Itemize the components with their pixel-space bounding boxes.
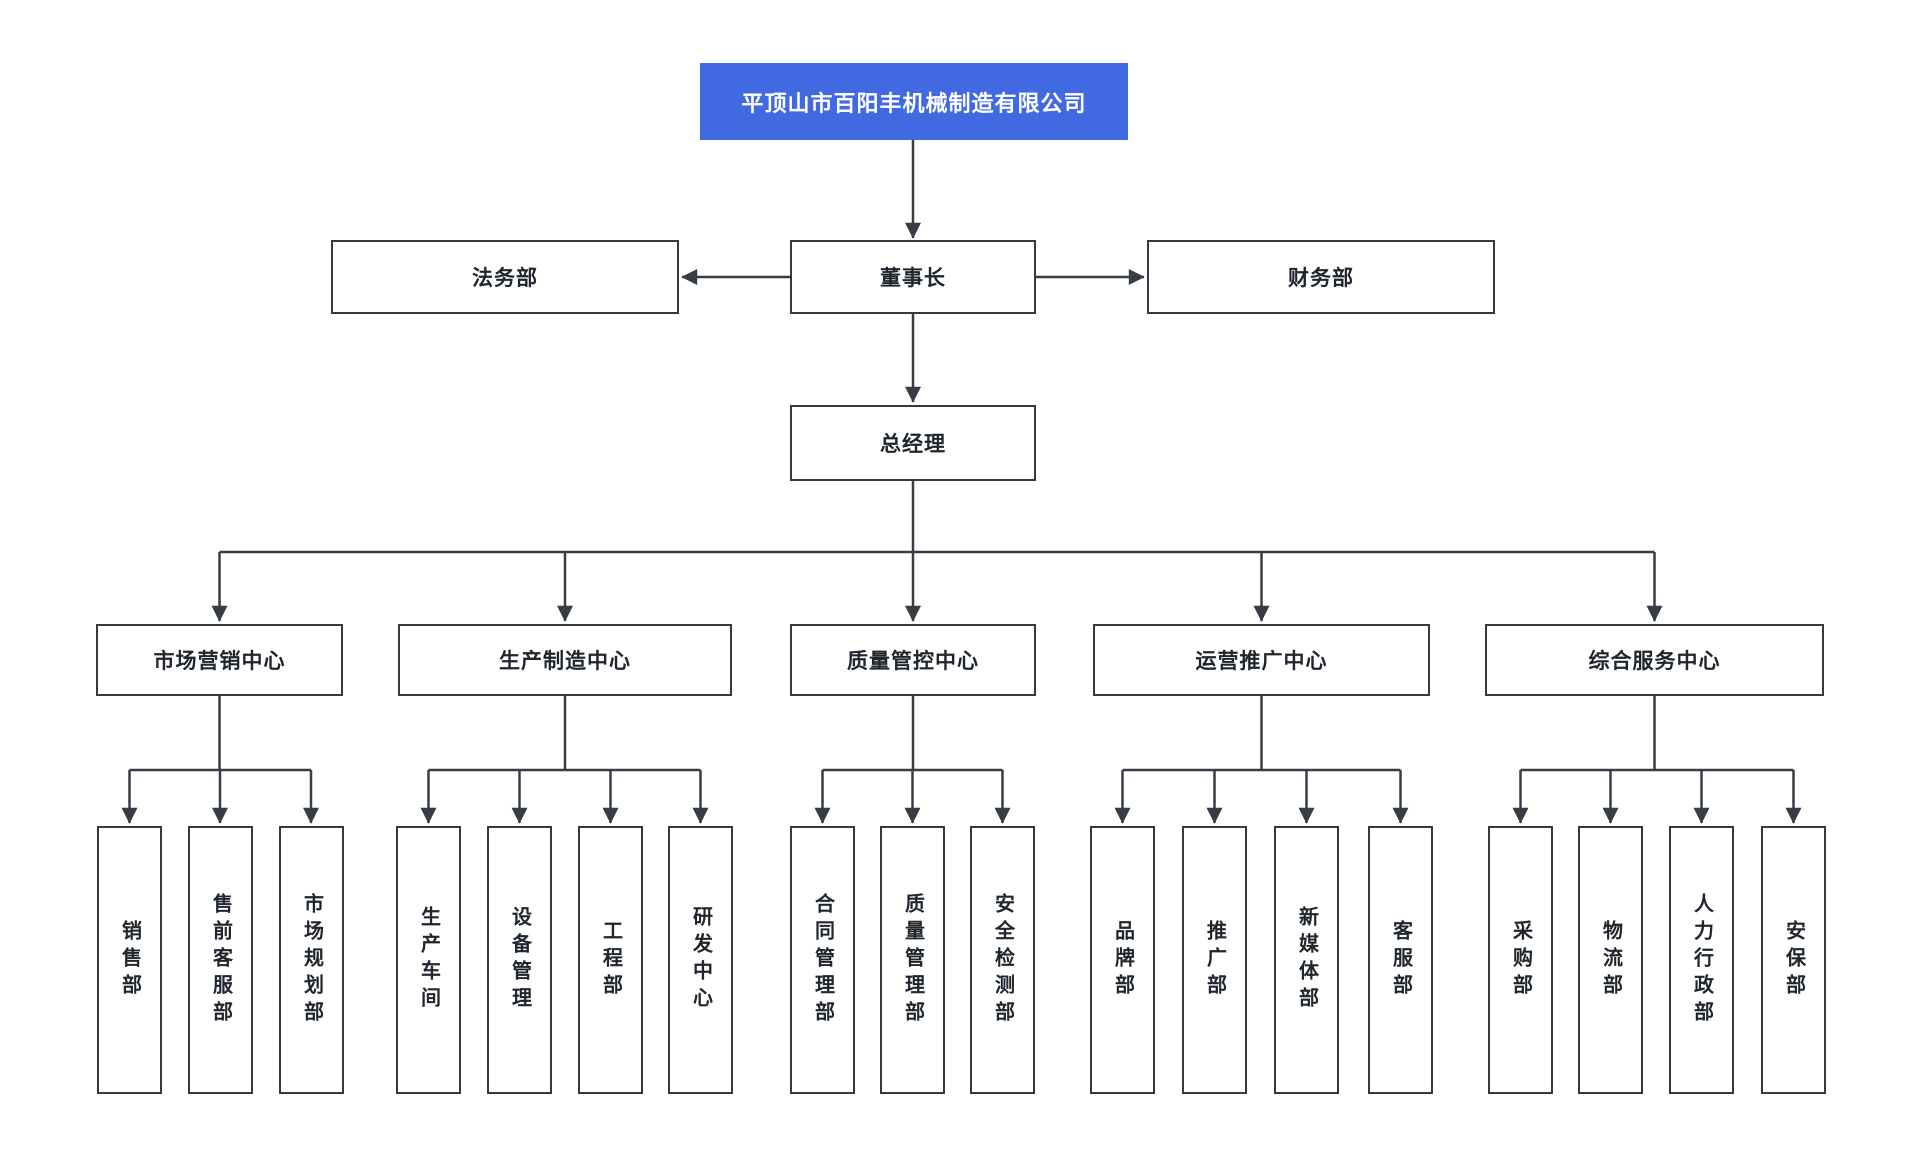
general-manager-node: 总经理: [790, 405, 1036, 481]
dept-node-quality-management: 质量管理部: [880, 826, 945, 1094]
legal-dept-label: 法务部: [472, 267, 538, 290]
dept-label: 客服部: [1389, 919, 1412, 1001]
dept-label: 生产车间: [417, 906, 440, 1014]
finance-dept-node: 财务部: [1147, 240, 1495, 314]
dept-node-logistics: 物流部: [1578, 826, 1643, 1094]
dept-label: 售前客服部: [209, 892, 232, 1028]
company-root-node: 平顶山市百阳丰机械制造有限公司: [700, 63, 1128, 140]
finance-dept-label: 财务部: [1288, 267, 1354, 290]
dept-node-safety-inspection: 安全检测部: [970, 826, 1035, 1094]
dept-node-brand: 品牌部: [1090, 826, 1155, 1094]
dept-label: 新媒体部: [1295, 906, 1318, 1014]
dept-label: 采购部: [1509, 919, 1532, 1001]
center-label: 生产制造中心: [499, 650, 631, 673]
dept-label: 设备管理: [508, 906, 531, 1014]
chairman-node: 董事长: [790, 240, 1036, 314]
dept-label: 合同管理部: [811, 892, 834, 1028]
dept-node-security: 安保部: [1761, 826, 1826, 1094]
company-root-label: 平顶山市百阳丰机械制造有限公司: [741, 90, 1087, 116]
dept-node-engineering: 工程部: [578, 826, 643, 1094]
dept-node-hr-admin: 人力行政部: [1669, 826, 1734, 1094]
center-label: 市场营销中心: [153, 650, 286, 673]
center-node-services: 综合服务中心: [1485, 624, 1824, 696]
dept-label: 安全检测部: [991, 892, 1014, 1028]
dept-label: 市场规划部: [300, 892, 323, 1028]
dept-node-rnd-center: 研发中心: [668, 826, 733, 1094]
dept-node-equipment-management: 设备管理: [487, 826, 552, 1094]
dept-node-contract-management: 合同管理部: [790, 826, 855, 1094]
dept-node-promotion: 推广部: [1182, 826, 1247, 1094]
dept-label: 工程部: [599, 919, 622, 1001]
legal-dept-node: 法务部: [331, 240, 679, 314]
center-node-quality: 质量管控中心: [790, 624, 1036, 696]
center-node-marketing: 市场营销中心: [96, 624, 343, 696]
dept-label: 研发中心: [689, 906, 712, 1014]
dept-node-new-media: 新媒体部: [1274, 826, 1339, 1094]
dept-node-presales-service: 售前客服部: [188, 826, 253, 1094]
dept-node-sales: 销售部: [97, 826, 162, 1094]
dept-node-procurement: 采购部: [1488, 826, 1553, 1094]
dept-label: 安保部: [1782, 919, 1805, 1001]
dept-node-production-workshop: 生产车间: [396, 826, 461, 1094]
center-node-production: 生产制造中心: [398, 624, 732, 696]
general-manager-label: 总经理: [880, 433, 946, 456]
dept-label: 人力行政部: [1690, 892, 1713, 1028]
dept-label: 品牌部: [1111, 919, 1134, 1001]
dept-label: 物流部: [1599, 919, 1622, 1001]
chairman-label: 董事长: [880, 267, 946, 290]
dept-label: 质量管理部: [901, 892, 924, 1028]
center-label: 质量管控中心: [847, 650, 979, 673]
dept-node-market-planning: 市场规划部: [279, 826, 344, 1094]
center-label: 综合服务中心: [1588, 650, 1721, 673]
dept-label: 推广部: [1203, 919, 1226, 1001]
dept-label: 销售部: [118, 919, 141, 1001]
dept-node-customer-service: 客服部: [1368, 826, 1433, 1094]
center-label: 运营推广中心: [1195, 650, 1328, 673]
center-node-operations: 运营推广中心: [1093, 624, 1430, 696]
